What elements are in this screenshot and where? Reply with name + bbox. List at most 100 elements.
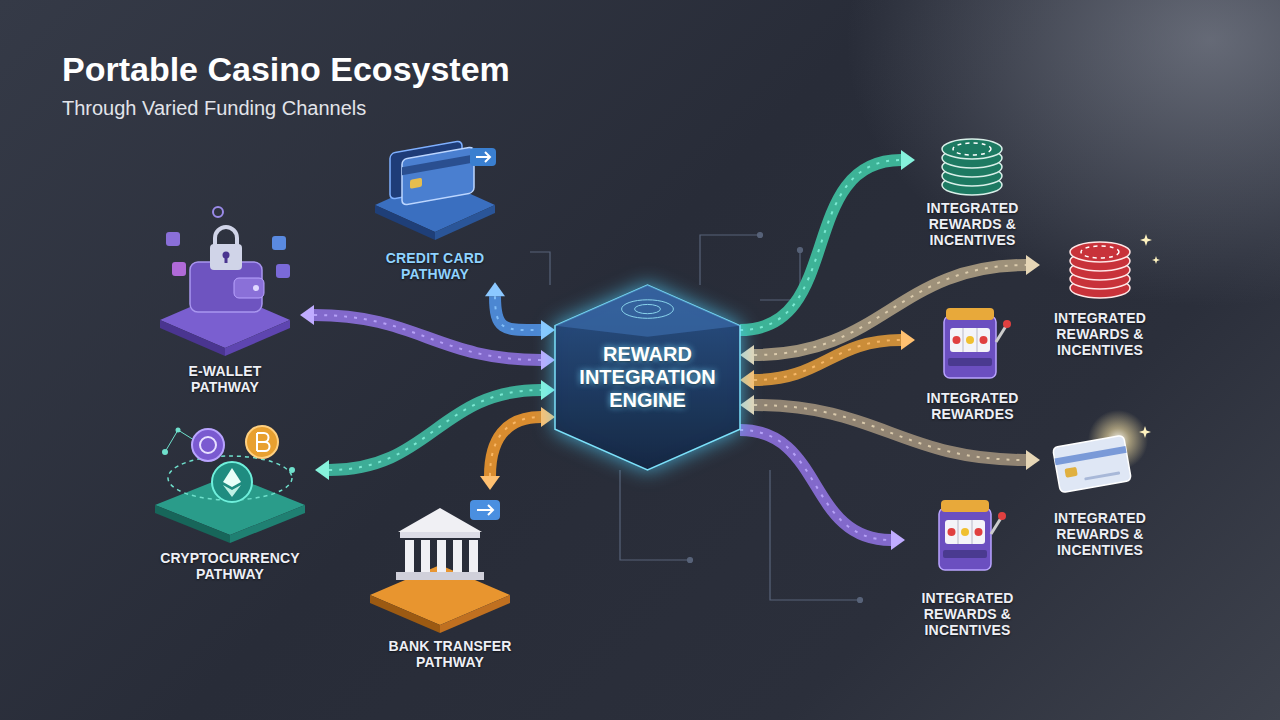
icon-space [150,195,300,363]
reward-card-icon [1053,435,1132,493]
node-label: INTEGRATED REWARDS & INCENTIVES [1045,310,1155,358]
flow-ribbon [480,407,555,490]
credit-card-icon [470,148,496,166]
node-label: CRYPTOCURRENCY PATHWAY [150,550,310,582]
sparkle [1140,234,1152,246]
slot-machine-icon [941,500,989,512]
flow-ribbon [754,340,901,380]
bank-icon [396,572,484,580]
chip-stack-icon [953,143,991,155]
arrow-head [1026,255,1040,275]
icon-space [905,495,1030,590]
reward-card-icon [1053,435,1132,493]
circuit-lines [530,233,863,603]
icon-space [370,490,530,638]
icon-space [360,140,510,250]
arrow-head [541,407,555,427]
bank-icon [370,565,510,625]
sparkle [1152,256,1160,264]
bank-icon [453,540,462,572]
engine-cube-shape [555,285,740,470]
flow-ribbon [314,315,541,360]
slot-machine-icon [961,528,969,536]
e-wallet-icon [215,227,237,246]
arrow-head [901,330,915,350]
slot-machine-icon [943,550,987,558]
bank-icon [470,500,500,520]
flow-ribbon [300,305,555,370]
slot-machine-icon [948,528,956,536]
chip-stack-icon [1070,242,1130,262]
node-label: E-WALLET PATHWAY [170,363,280,395]
flow-ribbon [754,340,901,380]
chip-stack-icon [1070,242,1130,298]
flow-ribbon [485,282,555,340]
circuit-lines [700,235,760,285]
slot-machine-icon [1003,320,1011,328]
flow-ribbon [740,160,901,330]
icon-space [1040,225,1160,310]
slot-machine-icon [939,500,1006,570]
flow-ribbon [314,315,541,360]
chip-stack-icon [942,139,1002,159]
credit-card-icon [435,205,495,240]
bank-icon [437,540,446,572]
reward-card-icon [1064,467,1077,478]
flow-ribbon [490,417,541,476]
cryptocurrency-icon [200,437,216,453]
circuit-lines [688,558,693,563]
arrow-head [740,395,754,415]
flow-ribbon [740,255,1040,365]
funding-pathway: BANK TRANSFER PATHWAY [370,490,530,670]
bank-icon [440,595,510,633]
funding-pathway: CREDIT CARD PATHWAY [360,140,510,282]
slot-machine-icon [996,326,1006,342]
cryptocurrency-icon [155,426,305,543]
slot-machine-icon [998,512,1006,520]
e-wallet-icon [276,264,290,278]
chip-stack-icon [942,139,1002,195]
e-wallet-icon [225,320,290,356]
reward-card-icon [1053,410,1148,493]
flow-ribbon [740,160,901,330]
cryptocurrency-icon [246,426,278,458]
flow-ribbon [490,417,541,476]
slot-machine-icon [966,336,974,344]
reward-node: INTEGRATED REWARDS & INCENTIVES [1040,225,1160,358]
cryptocurrency-icon [230,505,305,543]
slot-machine-icon [950,328,990,352]
credit-card-icon [476,152,490,162]
e-wallet-icon [272,236,286,250]
engine-cube: REWARD INTEGRATION ENGINE [555,285,740,470]
circuit-lines [760,250,800,300]
e-wallet-icon [253,285,259,291]
flow-ribbon [495,296,541,330]
icon-space [915,305,1030,390]
slot-machine-icon [945,520,985,544]
slot-machine-icon [944,316,996,378]
flow-ribbon [740,430,905,550]
slot-machine-icon [980,336,988,344]
e-wallet-icon [166,232,180,246]
e-wallet-icon [234,278,264,298]
slot-machine-icon [953,336,961,344]
arrow-head [1026,450,1040,470]
engine-cube-shape [622,300,674,319]
e-wallet-icon [225,256,228,263]
credit-card-icon [390,139,474,208]
bank-icon [398,508,482,532]
funding-pathway: CRYPTOCURRENCY PATHWAY [145,415,315,582]
arrow-head [300,305,314,325]
e-wallet-icon [160,207,290,356]
bank-icon [477,505,493,515]
engine-cube-shape [635,304,661,313]
reward-node: INTEGRATED REWARDS & INCENTIVES [905,495,1030,638]
reward-node: INTEGRATED REWARDS & INCENTIVES [915,125,1030,248]
engine-label: REWARD INTEGRATION ENGINE [573,343,723,412]
flow-ribbon [315,380,555,480]
arrow-head [315,460,329,480]
cryptocurrency-icon [212,462,252,502]
chip-stack-icon [1081,246,1119,258]
reward-card-icon [1084,471,1120,480]
node-label: INTEGRATED REWARDS & INCENTIVES [1045,510,1155,558]
